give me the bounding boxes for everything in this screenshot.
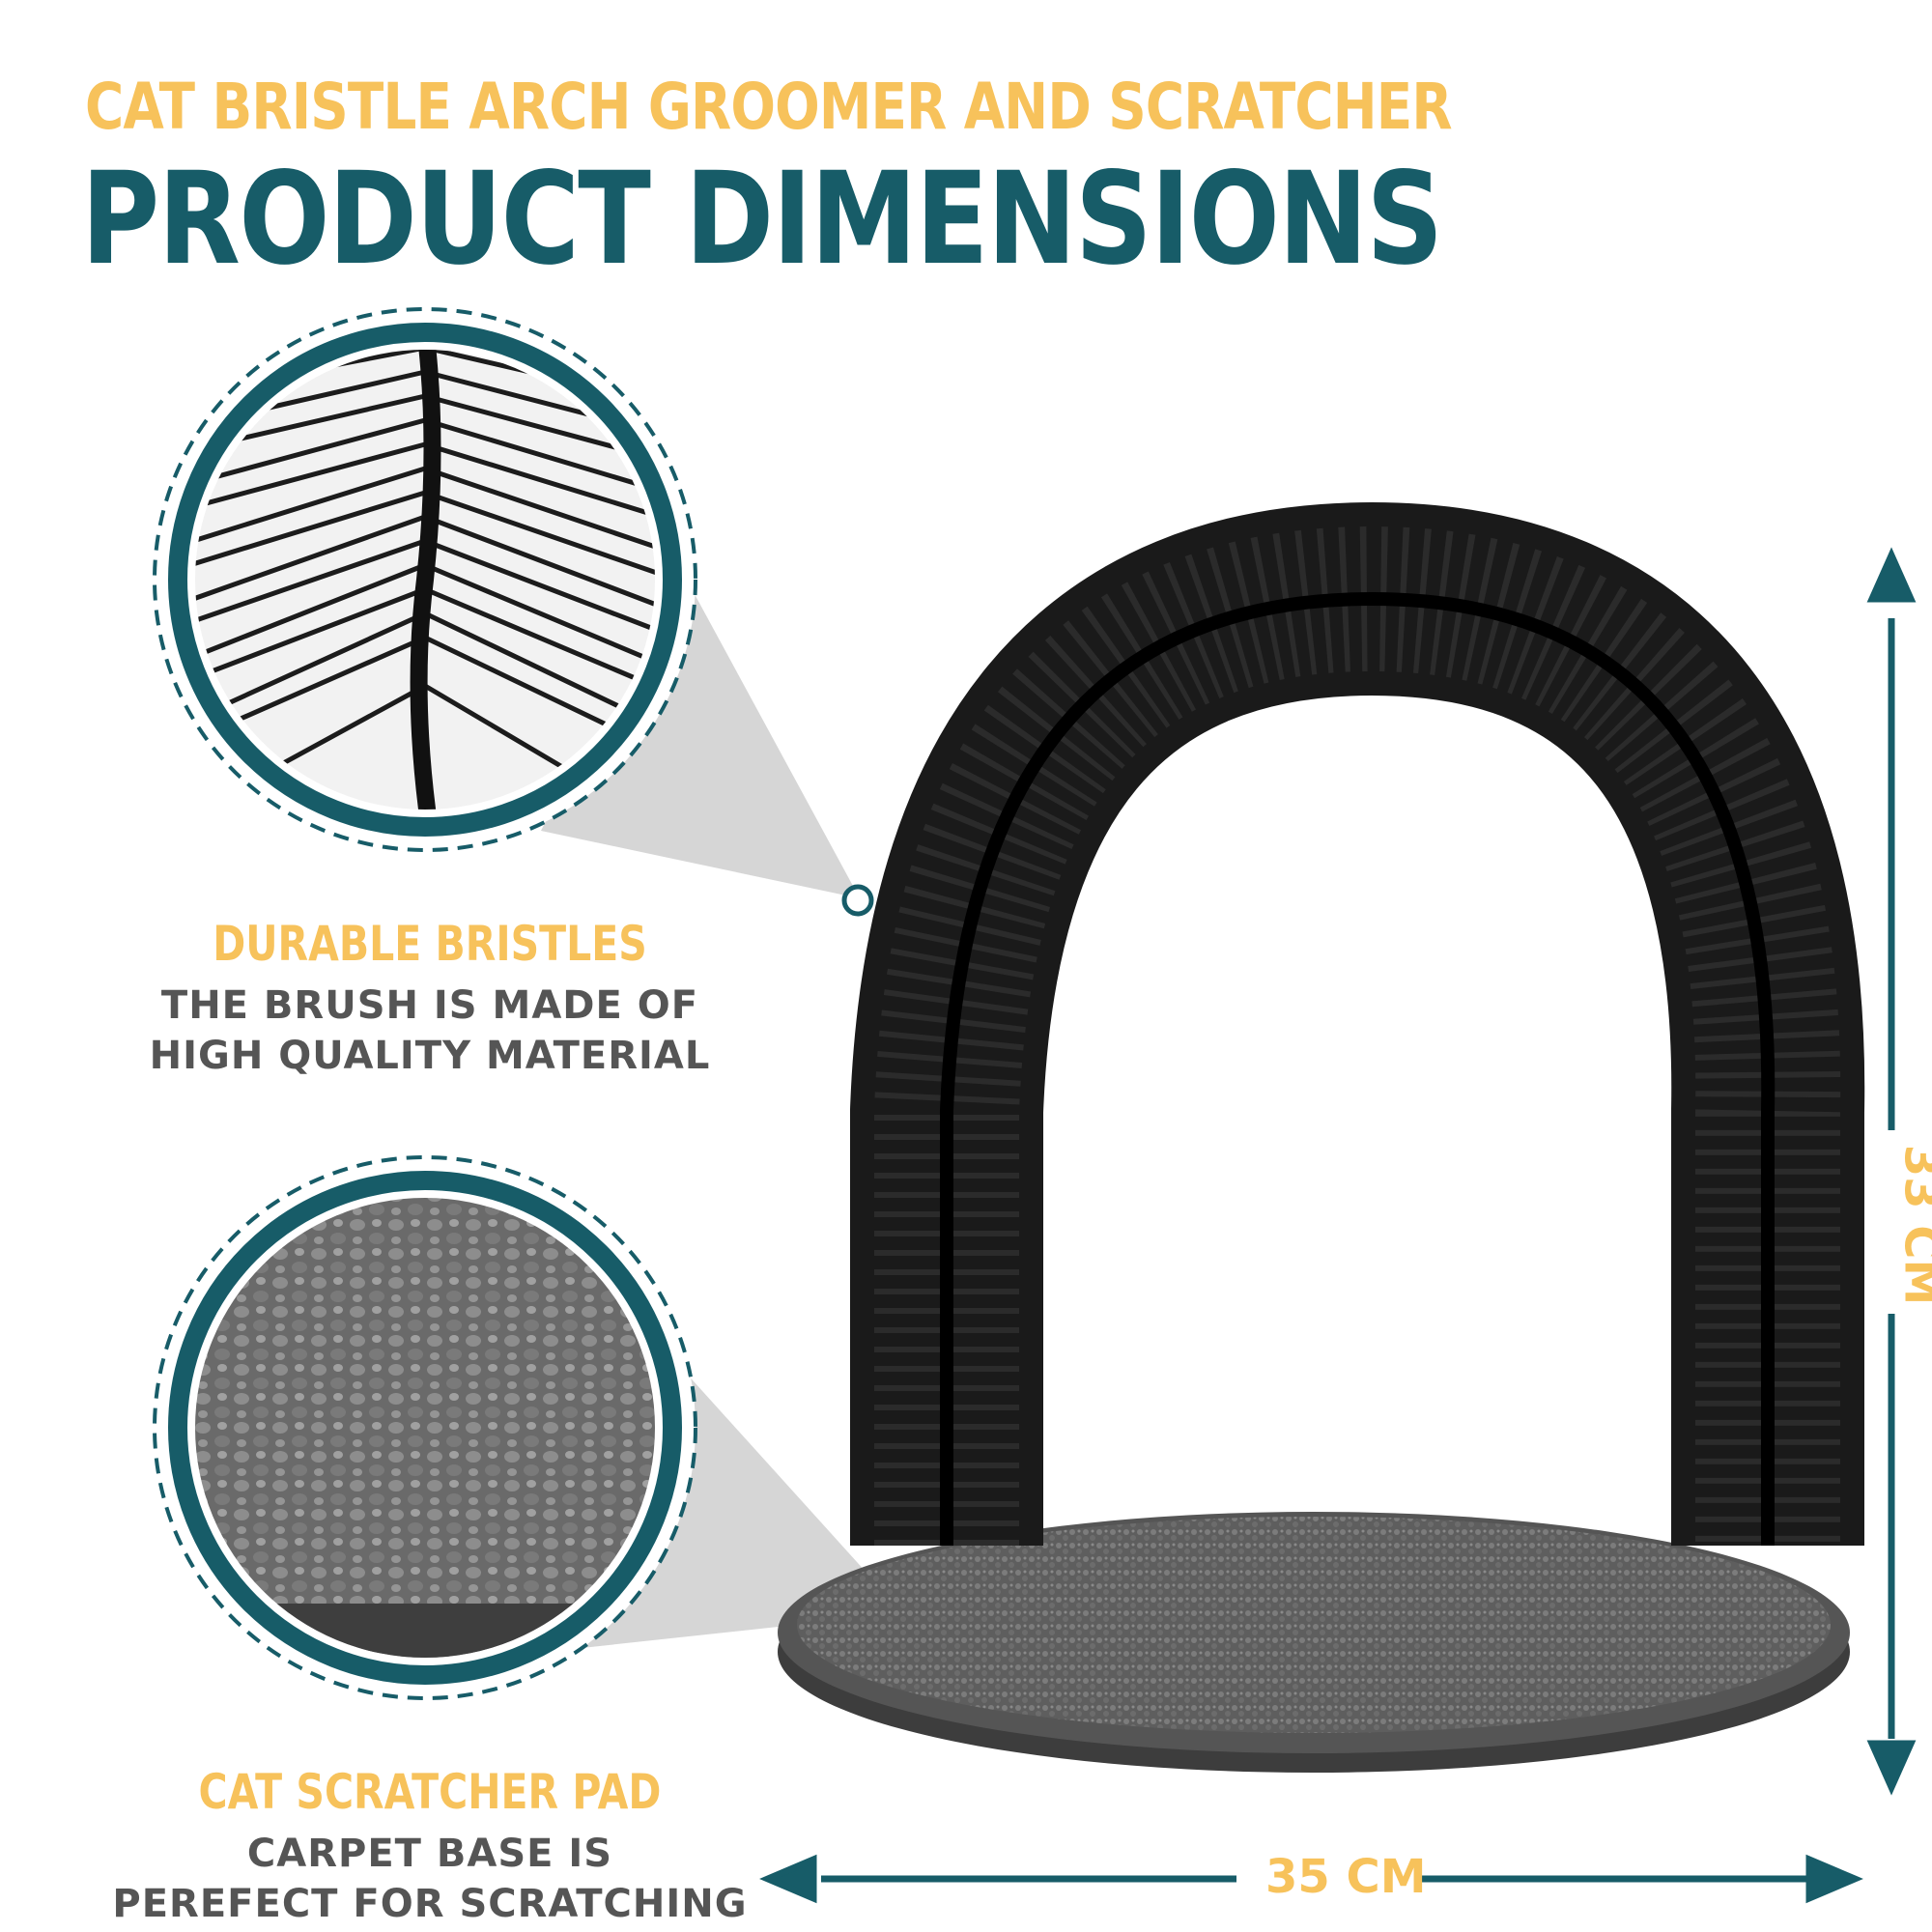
bristles-marker [841, 884, 874, 917]
width-arrow [759, 1854, 1863, 1904]
page-title: PRODUCT DIMENSIONS [81, 145, 1443, 294]
bristles-zoom-circle [153, 307, 697, 852]
feature-description-pad: CARPET BASE IS PEREFECT FOR SCRATCHING [43, 1829, 816, 1929]
feature-line: HIGH QUALITY MATERIAL [149, 1034, 711, 1078]
pad-zoom-circle [153, 1155, 697, 1700]
product-subtitle: CAT BRISTLE ARCH GROOMER AND SCRATCHER [85, 70, 1453, 144]
height-label: 33 CM [1893, 1144, 1932, 1306]
feature-line: THE BRUSH IS MADE OF [160, 983, 699, 1028]
scratcher-pad [778, 1512, 1850, 1773]
height-arrow [1866, 547, 1917, 1796]
feature-heading-bristles: DURABLE BRISTLES [213, 916, 647, 972]
feature-line: CARPET BASE IS [246, 1832, 613, 1876]
bristle-arch [850, 501, 1865, 1546]
feature-heading-pad: CAT SCRATCHER PAD [198, 1764, 662, 1820]
width-label: 35 CM [1265, 1850, 1427, 1904]
feature-description-bristles: THE BRUSH IS MADE OF HIGH QUALITY MATERI… [43, 980, 816, 1081]
feature-line: PEREFECT FOR SCRATCHING [112, 1882, 748, 1926]
bristles-callout-cone [541, 560, 860, 898]
